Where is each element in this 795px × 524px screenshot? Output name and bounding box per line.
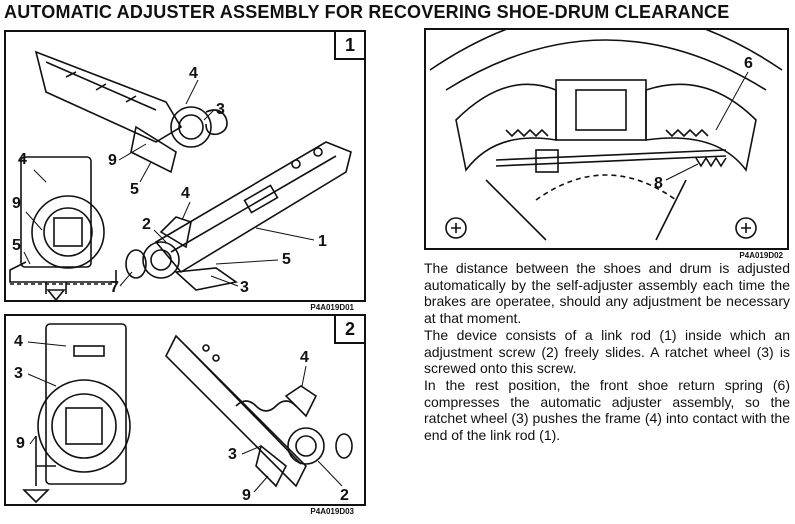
callout-7: 7 [110, 279, 119, 296]
callout-5: 5 [12, 237, 21, 254]
callout-4: 4 [14, 333, 23, 350]
detail-ratchet-wheel [31, 195, 105, 269]
adjuster-rod [495, 149, 727, 161]
figure-code: P4A019D01 [310, 303, 354, 312]
callout-3: 3 [240, 279, 249, 296]
upper-frame [130, 125, 177, 174]
callout-8: 8 [654, 175, 663, 192]
callout-4: 4 [18, 151, 27, 168]
figure-number: 1 [334, 32, 364, 60]
figure-number: 2 [334, 316, 364, 344]
description-text: The distance between the shoes and drum … [424, 260, 790, 444]
figure-1-illustration: 4 3 9 5 4 9 5 4 2 1 5 7 3 [9, 50, 352, 300]
figure-2-callouts: 4 3 9 4 3 9 2 [14, 333, 349, 504]
upper-ratchet-wheel [170, 106, 212, 148]
upper-link-rod [34, 50, 183, 143]
main-frame [159, 216, 192, 249]
page-title: AUTOMATIC ADJUSTER ASSEMBLY FOR RECOVERI… [4, 2, 730, 22]
callout-2: 2 [142, 216, 151, 233]
link-rod [165, 334, 307, 488]
callout-4: 4 [300, 349, 309, 366]
figure-code: P4A019D02 [739, 251, 783, 260]
callout-1: 1 [318, 233, 327, 250]
bolt-left [445, 217, 467, 239]
callout-9: 9 [108, 152, 117, 169]
upper-spring [205, 109, 228, 136]
spring [235, 400, 297, 412]
left-shoe [455, 83, 557, 172]
callout-4: 4 [181, 185, 190, 202]
detail-ratchet-wheel [37, 379, 131, 473]
drum-outline [429, 30, 783, 71]
main-ratchet-wheel [142, 241, 180, 279]
callout-6: 6 [744, 55, 753, 72]
detail-frame [45, 323, 127, 485]
wheel-cylinder [555, 79, 647, 141]
ratchet-wheel [287, 427, 325, 465]
figure-3-callouts: 6 8 [654, 55, 753, 192]
lower-spring [695, 156, 727, 168]
main-spring [125, 249, 147, 279]
callout-4: 4 [189, 65, 198, 82]
figure-2-panel: 2 4 3 9 4 3 9 [4, 314, 366, 516]
callout-9: 9 [12, 195, 21, 212]
callout-5: 5 [282, 251, 291, 268]
bolt-right [735, 217, 757, 239]
figure-2-illustration: 4 3 9 4 3 9 2 [14, 323, 353, 504]
callout-3: 3 [216, 101, 225, 118]
frame [284, 385, 318, 418]
paragraph: The device consists of a link rod (1) in… [424, 326, 790, 377]
figure-1-panel: 1 [4, 30, 366, 312]
callout-2: 2 [340, 487, 349, 504]
figure-3-illustration: 6 8 [429, 30, 783, 241]
callout-9: 9 [242, 487, 251, 504]
paragraph: The distance between the shoes and drum … [424, 260, 790, 327]
figure-code: P4A019D03 [310, 507, 354, 516]
main-link-rod [154, 141, 352, 274]
callout-3: 3 [14, 365, 23, 382]
figure-1-callouts: 4 3 9 5 4 9 5 4 2 1 5 7 3 [12, 65, 327, 296]
right-shoe [645, 83, 757, 172]
callout-9: 9 [16, 435, 25, 452]
figure-3-panel: 6 8 P4A019D02 [424, 28, 789, 260]
callout-5: 5 [130, 181, 139, 198]
return-spring [665, 128, 709, 138]
detail-frame [20, 156, 92, 268]
callout-3: 3 [228, 446, 237, 463]
paragraph: In the rest position, the front shoe ret… [424, 376, 790, 444]
